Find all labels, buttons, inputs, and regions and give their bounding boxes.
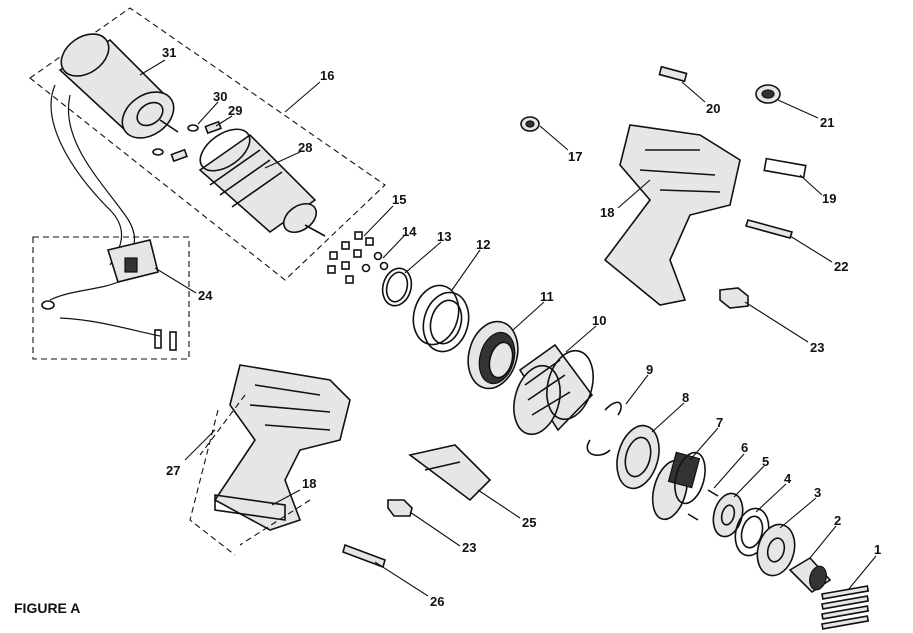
callout-8: 8 (682, 390, 689, 405)
part-3-cover (756, 523, 796, 577)
callout-7: 7 (716, 415, 723, 430)
callout-19: 19 (822, 191, 836, 206)
part-1-bits (821, 585, 870, 630)
callout-11: 11 (540, 289, 554, 304)
part-30-washer (152, 124, 199, 156)
callout-20: 20 (706, 101, 720, 116)
part-7-spring-collar (651, 451, 706, 521)
part-25-battery-clip (408, 444, 492, 502)
part-13-o-ring (381, 267, 413, 307)
group-outline-16 (29, 7, 386, 281)
part-27-bar (342, 543, 386, 569)
part-11-clutch-ring (467, 320, 519, 390)
part-23-clip-right (719, 287, 749, 309)
part-26-housing-left (213, 364, 351, 531)
part-5-plate (712, 492, 744, 538)
callout-23-right: 23 (810, 340, 824, 355)
part-15-balls (327, 231, 374, 284)
callout-1: 1 (874, 542, 881, 557)
callout-18-left: 18 (302, 476, 316, 491)
part-24-switch (41, 239, 177, 351)
callout-22: 22 (834, 259, 848, 274)
callout-16: 16 (320, 68, 334, 83)
callout-14: 14 (402, 224, 417, 239)
callout-10: 10 (592, 313, 606, 328)
part-21-nut (755, 84, 781, 104)
callout-9: 9 (646, 362, 653, 377)
part-17-knob (520, 116, 540, 132)
callout-15: 15 (392, 192, 406, 207)
part-31-motor (58, 33, 179, 139)
callout-2: 2 (834, 513, 841, 528)
part-9-clip (586, 401, 622, 456)
callout-labels: 31 30 29 28 16 15 14 13 12 11 10 9 8 7 6… (162, 45, 881, 609)
callout-30: 30 (213, 89, 227, 104)
part-14-balls (361, 251, 389, 273)
part-6-pins (687, 489, 719, 521)
callout-5: 5 (762, 454, 769, 469)
part-22-bar (744, 219, 794, 239)
part-19-label (763, 157, 807, 179)
callout-24: 24 (198, 288, 213, 303)
callout-28: 28 (298, 140, 312, 155)
figure-caption: FIGURE A (14, 600, 80, 616)
part-23-clip-left (387, 499, 413, 517)
callout-12: 12 (476, 237, 490, 252)
callout-4: 4 (784, 471, 792, 486)
callout-3: 3 (814, 485, 821, 500)
callout-26: 27 (166, 463, 180, 478)
part-29-pin (170, 120, 222, 163)
part-2-bit-holder (788, 556, 832, 594)
callout-31: 31 (162, 45, 176, 60)
housing-screw-lines (189, 394, 311, 556)
part-12-ring-gear (412, 284, 470, 353)
callout-27: 26 (430, 594, 444, 609)
part-20-screw (658, 65, 688, 83)
callout-18-right: 18 (600, 205, 614, 220)
callout-23-left: 23 (462, 540, 476, 555)
callout-21: 21 (820, 115, 834, 130)
group-outline-24 (32, 236, 190, 360)
callout-29: 29 (228, 103, 242, 118)
callout-17: 17 (568, 149, 582, 164)
part-10-gear-case (513, 343, 594, 436)
part-18-housing-right (603, 124, 741, 306)
leader-lines (139, 59, 877, 597)
callout-6: 6 (741, 440, 748, 455)
callout-25: 25 (522, 515, 536, 530)
part-28-gearbox (198, 128, 326, 237)
callout-13: 13 (437, 229, 451, 244)
